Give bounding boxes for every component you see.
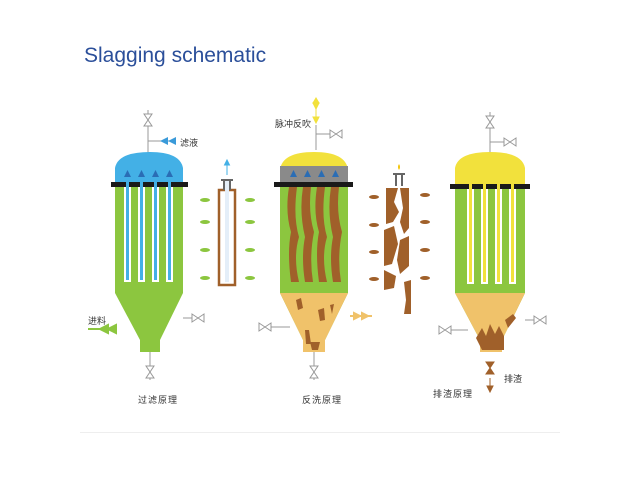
- discharge-vessel: [438, 112, 547, 394]
- filtrate-outlet-label: 滤液: [180, 139, 199, 149]
- feed-inlet-label: 进料: [88, 317, 107, 327]
- filtration-vessel: [88, 110, 205, 380]
- slag-discharge-label: 排渣: [504, 375, 523, 385]
- filter-element-detail-2: [369, 164, 430, 314]
- filter-element-detail-1: [200, 158, 255, 287]
- backwash-caption: 反洗原理: [302, 396, 343, 406]
- filtration-caption: 过滤原理: [138, 396, 179, 406]
- page-title: Slagging schematic: [84, 44, 267, 67]
- pulse-backblow-label: 脉冲反吹: [275, 120, 312, 130]
- discharge-caption: 排渣原理: [433, 390, 474, 400]
- divider: [80, 432, 560, 433]
- backwash-vessel: [258, 97, 372, 380]
